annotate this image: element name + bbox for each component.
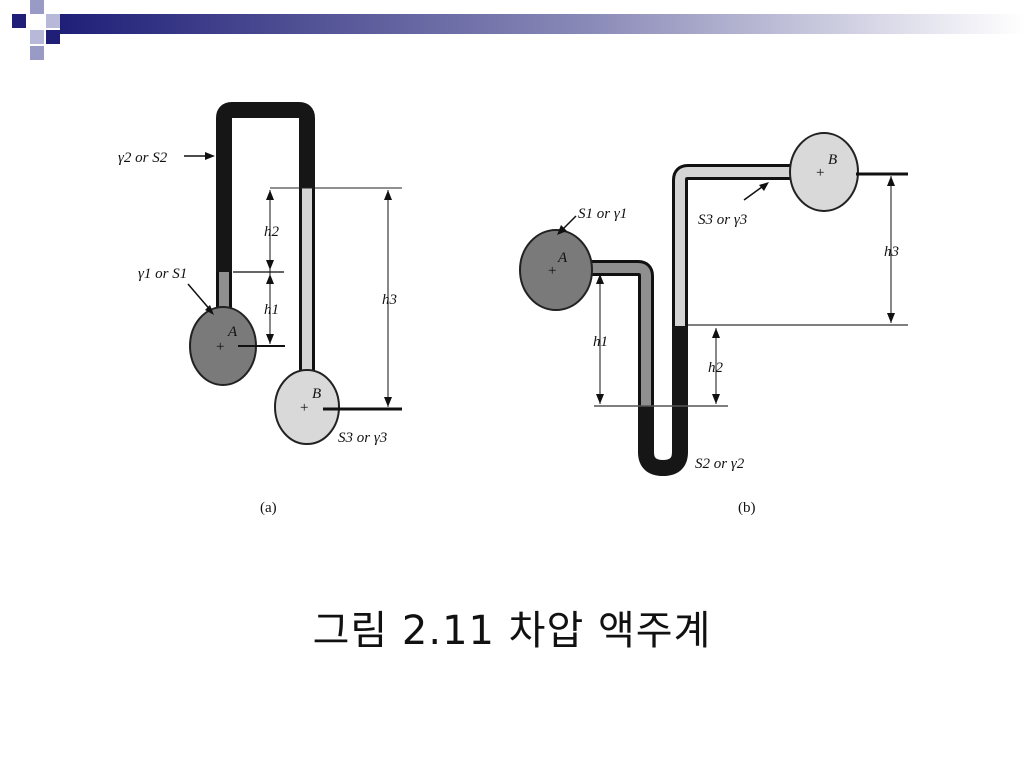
tube-b-light: [672, 164, 792, 326]
label-s3-b: S3 or γ3: [698, 212, 747, 228]
svg-text:+: +: [300, 400, 308, 416]
diagram-a: + + γ2 or S2 γ1 or S1 S3 or γ3 A B h2 h1…: [118, 102, 402, 516]
label-h1-a: h1: [264, 302, 279, 318]
sublabel-a: (a): [260, 500, 277, 516]
label-point-b-b: B: [828, 152, 837, 168]
bulb-b-right: [274, 369, 340, 445]
header-square: [12, 14, 26, 28]
label-h1-b: h1: [593, 334, 608, 350]
label-s3-a: S3 or γ3: [338, 430, 387, 446]
bulb-b-a: [519, 229, 593, 311]
diagram-b: + + S1 or γ1 S3 or γ3 S2 or γ2 A B h1 h2…: [519, 132, 908, 516]
label-h2-a: h2: [264, 224, 280, 240]
slide-header-decoration: [12, 0, 1024, 60]
tube-b-dark-u: [638, 326, 688, 477]
label-point-a-left: A: [227, 324, 238, 340]
header-square: [30, 30, 44, 44]
label-point-b-left: B: [312, 386, 321, 402]
tube-a-dark-inverted-u: [216, 102, 315, 272]
svg-text:+: +: [548, 263, 556, 279]
label-gamma1-a: γ1 or S1: [138, 266, 187, 282]
label-point-a-b: A: [557, 250, 568, 266]
label-s2-b: S2 or γ2: [695, 456, 745, 472]
tube-b-mid: [582, 260, 654, 406]
label-h3-a: h3: [382, 292, 397, 308]
svg-text:+: +: [216, 339, 224, 355]
bulb-b-b: [789, 132, 859, 212]
label-s1-b: S1 or γ1: [578, 206, 627, 222]
header-square: [46, 14, 60, 28]
label-h3-b: h3: [884, 244, 899, 260]
header-square: [46, 30, 60, 44]
label-h2-b: h2: [708, 360, 724, 376]
svg-text:+: +: [816, 165, 824, 181]
sublabel-b: (b): [738, 500, 756, 516]
figure-caption: 그림 2.11 차압 액주계: [312, 608, 712, 654]
header-square: [30, 46, 44, 60]
header-square: [30, 0, 44, 14]
header-gradient-bar: [60, 14, 1024, 34]
label-gamma2-a: γ2 or S2: [118, 150, 168, 166]
